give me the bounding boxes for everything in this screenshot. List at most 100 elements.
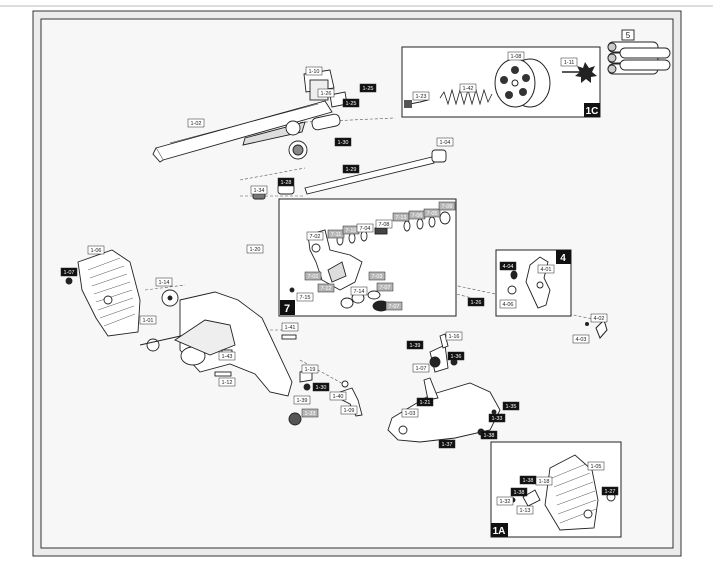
part-label: 1-35 — [502, 401, 520, 411]
part-label-text: 4-04 — [502, 264, 513, 270]
part-label: 7-06 — [408, 210, 426, 220]
part-label: 1-19 — [301, 364, 319, 374]
part-label: 1-06 — [87, 245, 105, 255]
part-label-text: 1-38 — [522, 478, 533, 484]
part-label: 1-36 — [447, 351, 465, 361]
ejector-rod — [252, 149, 447, 200]
part-label-text: 4-01 — [540, 267, 551, 273]
part-label: 1-10 — [305, 66, 323, 76]
part-label-text: 1-04 — [439, 140, 450, 146]
part-label-text: 1-30 — [315, 385, 326, 391]
part-label: 1-33 — [301, 408, 319, 418]
part-label-text: 7-07 — [379, 285, 390, 291]
part-label-text: 1-08 — [510, 54, 521, 60]
part-label: 1-34 — [250, 185, 268, 195]
part-label-text: 7-02 — [309, 234, 320, 240]
part-label: 1-27 — [601, 486, 619, 496]
part-label-text: 1-23 — [415, 94, 426, 100]
part-label-text: 1-13 — [519, 508, 530, 514]
part-label-text: 7-14 — [353, 289, 364, 295]
part-label-text: 1-18 — [538, 479, 549, 485]
part-label-text: 1-33 — [491, 416, 502, 422]
part-label-text: 7-06 — [411, 213, 422, 219]
part-label-text: 1-26 — [470, 300, 481, 306]
cylinder-inset: 1C — [401, 46, 601, 118]
part-label: 7-01 — [304, 271, 322, 281]
part-label-text: 1-05 — [590, 464, 601, 470]
part-label: 1-04 — [436, 137, 454, 147]
part-label-text: 1-03 — [404, 411, 415, 417]
part-labels: 1-10 1-25 1-26 1-25 1-02 1-30 1-23 1-42 1-08 1-11… — [60, 51, 619, 515]
part-label-text: 1-29 — [345, 167, 356, 173]
part-label-text: 7-07 — [388, 304, 399, 310]
part-label-text: 1-10 — [308, 69, 319, 75]
part-label-text: 1-21 — [419, 400, 430, 406]
part-label: 7-04 — [356, 223, 374, 233]
hammer-screw — [595, 319, 608, 339]
part-label: 7-09 — [438, 201, 456, 211]
part-label-text: 1-32 — [499, 499, 510, 505]
part-label: 1-20 — [246, 244, 264, 254]
part-label: 1-09 — [340, 405, 358, 415]
part-label: 1-30 — [312, 382, 330, 392]
part-label-text: 7-13 — [395, 215, 406, 221]
part-label-text: 1-28 — [280, 180, 291, 186]
part-label-text: 1-38 — [483, 433, 494, 439]
inset-1c-label: 1C — [586, 106, 599, 117]
part-label: 4-01 — [537, 264, 555, 274]
revolver-frame — [139, 289, 297, 397]
part-label: 7-07 — [385, 301, 403, 311]
part-label: 4-03 — [572, 334, 590, 344]
part-label-text: 7-08 — [378, 222, 389, 228]
part-label-text: 1-07 — [63, 270, 74, 276]
part-label-text: 1-42 — [462, 86, 473, 92]
part-label-text: 1-25 — [345, 101, 356, 107]
part-label-text: 7-10 — [345, 228, 356, 234]
part-label: 7-10 — [342, 225, 360, 235]
part-label-text: 1-11 — [564, 60, 575, 66]
part-label: 1-16 — [445, 331, 463, 341]
part-label-text: 1-37 — [441, 442, 452, 448]
part-label-text: 1-07 — [415, 366, 426, 372]
lower-frame — [387, 333, 501, 443]
part-label-text: 7-09 — [441, 204, 452, 210]
part-label-text: 1-43 — [221, 354, 232, 360]
part-label: 1-28 — [277, 177, 295, 187]
part-label: 1-29 — [342, 164, 360, 174]
part-label: 7-05 — [423, 208, 441, 218]
part-label: 1-32 — [496, 496, 514, 506]
part-label-text: 1-12 — [221, 380, 232, 386]
part-label: 1-26 — [467, 297, 485, 307]
part-label: 1-42 — [459, 83, 477, 93]
part-label: 1-30 — [334, 137, 352, 147]
part-label: 4-06 — [499, 299, 517, 309]
part-label-text: 7-04 — [359, 226, 370, 232]
part-label: 1-39 — [406, 340, 424, 350]
part-label-text: 1-02 — [190, 121, 201, 127]
part-label: 1-26 — [317, 88, 335, 98]
part-label-text: 7-12 — [320, 286, 331, 292]
part-label: 7-07 — [376, 282, 394, 292]
part-label-text: 1-09 — [343, 408, 354, 414]
inset-4-label: 4 — [560, 253, 566, 264]
part-label-text: 1-16 — [448, 334, 459, 340]
part-label: 7-12 — [317, 283, 335, 293]
inset-5-label: 5 — [626, 31, 631, 40]
part-label: 1-08 — [507, 51, 525, 61]
part-label: 1-37 — [438, 439, 456, 449]
part-label: 7-11 — [327, 229, 345, 239]
part-label: 1-39 — [293, 395, 311, 405]
part-label-text: 4-06 — [502, 302, 513, 308]
grip-panel-left — [65, 249, 141, 337]
part-label-text: 1-25 — [362, 86, 373, 92]
part-label: 7-14 — [350, 286, 368, 296]
part-label: 1-40 — [329, 391, 347, 401]
part-label-text: 1-34 — [253, 188, 264, 194]
part-label: 1-21 — [416, 397, 434, 407]
cartridges: 5 — [607, 29, 671, 75]
part-label: 1-38 — [510, 487, 528, 497]
part-label: 7-15 — [296, 292, 314, 302]
part-label: 1-41 — [281, 322, 299, 332]
part-label-text: 1-26 — [320, 91, 331, 97]
